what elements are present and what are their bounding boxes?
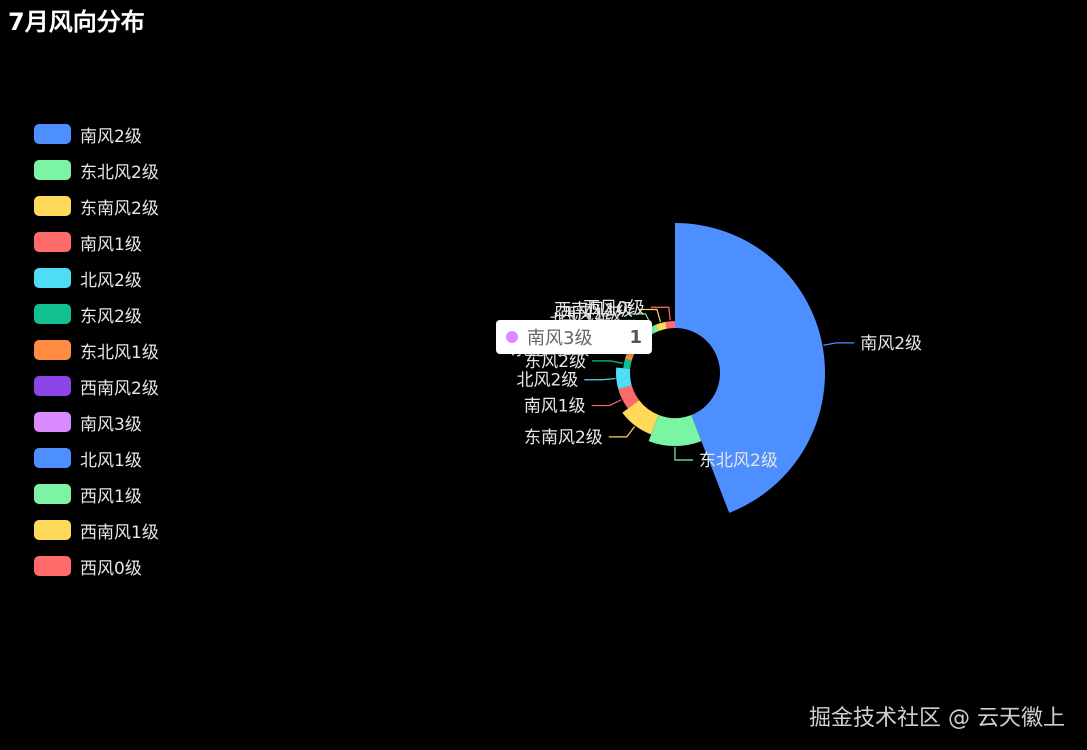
label-leader-line xyxy=(608,426,636,438)
legend-swatch xyxy=(34,160,71,180)
watermark: 掘金技术社区 @ 云天徽上 xyxy=(809,706,1065,731)
legend-item[interactable]: 东风2级 xyxy=(34,296,159,332)
label-leader-line xyxy=(823,342,855,346)
label-leader-line xyxy=(591,399,622,407)
tooltip-value: 1 xyxy=(629,326,642,348)
legend-label: 南风2级 xyxy=(80,126,142,147)
legend-item[interactable]: 南风3级 xyxy=(34,404,159,440)
chart-legend: 南风2级东北风2级东南风2级南风1级北风2级东风2级东北风1级西南风2级南风3级… xyxy=(34,116,159,584)
slice-label: 南风1级 xyxy=(524,397,586,417)
legend-item[interactable]: 北风1级 xyxy=(34,440,159,476)
tooltip: 南风3级 1 xyxy=(496,320,652,354)
legend-item[interactable]: 西南风1级 xyxy=(34,512,159,548)
legend-label: 南风3级 xyxy=(80,414,142,435)
legend-item[interactable]: 西风0级 xyxy=(34,548,159,584)
slice-label: 东风2级 xyxy=(524,352,586,372)
label-leader-line xyxy=(638,308,662,323)
legend-label: 东南风2级 xyxy=(80,198,159,219)
slice-label: 东北风2级 xyxy=(699,451,778,471)
legend-label: 东北风1级 xyxy=(80,342,159,363)
pie-slice[interactable] xyxy=(623,358,632,369)
tooltip-name: 南风3级 xyxy=(527,328,593,349)
legend-item[interactable]: 西南风2级 xyxy=(34,368,159,404)
legend-swatch xyxy=(34,124,71,144)
legend-label: 西风0级 xyxy=(80,558,142,579)
legend-item[interactable]: 东南风2级 xyxy=(34,188,159,224)
legend-item[interactable]: 北风2级 xyxy=(34,260,159,296)
label-leader-line xyxy=(592,360,624,364)
legend-label: 南风1级 xyxy=(80,234,142,255)
label-leader-line xyxy=(584,377,616,381)
legend-label: 西南风1级 xyxy=(80,522,159,543)
legend-swatch xyxy=(34,376,71,396)
legend-swatch xyxy=(34,196,71,216)
label-leader-line xyxy=(674,447,693,461)
tooltip-color-dot xyxy=(506,331,518,343)
slice-label: 南风2级 xyxy=(860,334,922,354)
chart-title: 7月风向分布 xyxy=(8,8,145,36)
legend-label: 北风1级 xyxy=(80,450,142,471)
slice-label: 北风2级 xyxy=(516,371,578,391)
legend-swatch xyxy=(34,520,71,540)
legend-swatch xyxy=(34,232,71,252)
label-leader-line xyxy=(650,306,671,321)
pie-slice[interactable] xyxy=(656,321,667,332)
legend-swatch xyxy=(34,556,71,576)
legend-item[interactable]: 南风1级 xyxy=(34,224,159,260)
legend-label: 东风2级 xyxy=(80,306,142,327)
legend-swatch xyxy=(34,412,71,432)
legend-item[interactable]: 东北风2级 xyxy=(34,152,159,188)
legend-label: 东北风2级 xyxy=(80,162,159,183)
slice-label: 西风0级 xyxy=(583,298,645,318)
legend-swatch xyxy=(34,448,71,468)
pie-slice[interactable] xyxy=(622,400,659,435)
slice-label: 西风1级 xyxy=(560,305,622,325)
pie-slice[interactable] xyxy=(648,414,702,447)
legend-item[interactable]: 东北风1级 xyxy=(34,332,159,368)
legend-swatch xyxy=(34,268,71,288)
legend-swatch xyxy=(34,340,71,360)
slice-label: 西南风1级 xyxy=(554,301,633,321)
pie-slice[interactable] xyxy=(675,222,826,513)
legend-item[interactable]: 南风2级 xyxy=(34,116,159,152)
legend-swatch xyxy=(34,484,71,504)
slice-label: 东南风2级 xyxy=(524,428,603,448)
pie-slice[interactable] xyxy=(665,321,675,329)
legend-item[interactable]: 西风1级 xyxy=(34,476,159,512)
legend-label: 北风2级 xyxy=(80,270,142,291)
legend-label: 西风1级 xyxy=(80,486,142,507)
legend-label: 西南风2级 xyxy=(80,378,159,399)
legend-swatch xyxy=(34,304,71,324)
pie-slice[interactable] xyxy=(618,385,640,409)
pie-slice[interactable] xyxy=(616,367,632,390)
